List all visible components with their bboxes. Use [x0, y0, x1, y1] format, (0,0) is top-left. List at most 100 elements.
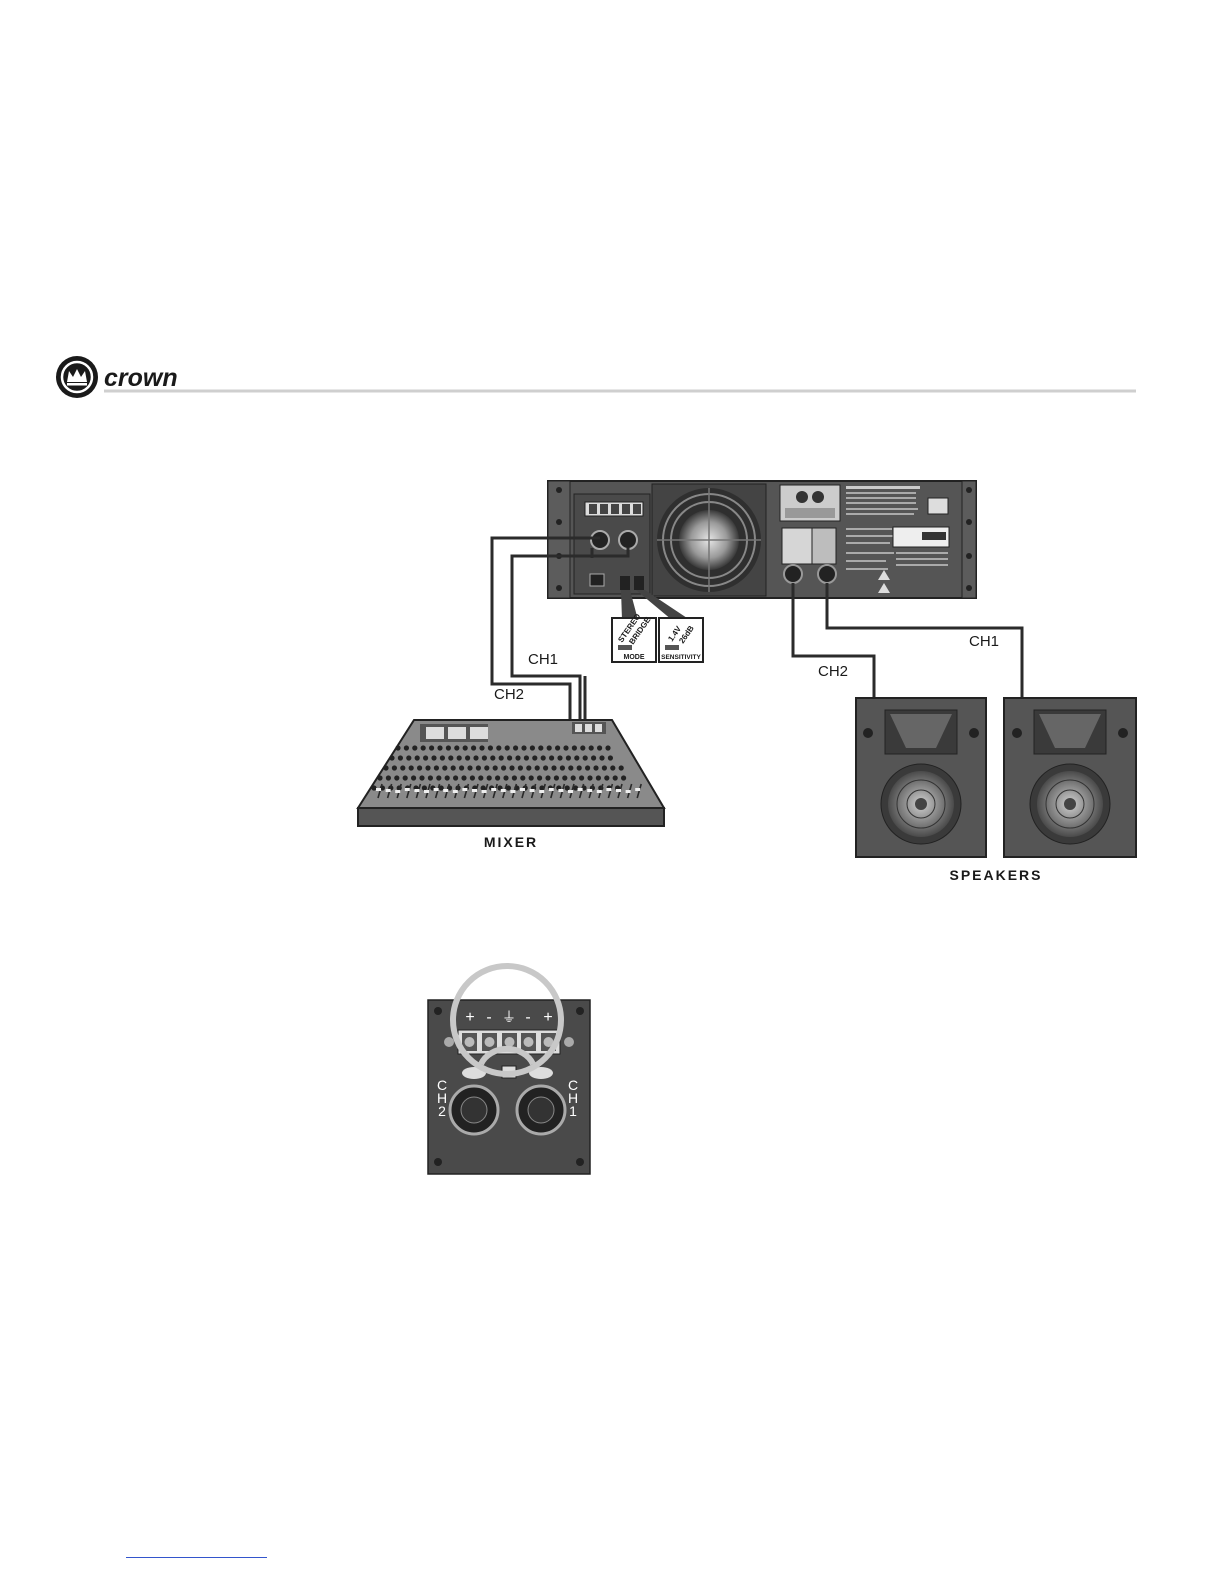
mixer-knob	[526, 765, 531, 770]
mixer-knob	[530, 745, 535, 750]
input-ch2-label: CH2	[494, 686, 524, 703]
speakon-output-ch2[interactable]	[784, 565, 802, 583]
mixer-knob	[538, 745, 543, 750]
mixer-knob	[417, 765, 422, 770]
mixer-knob	[580, 745, 585, 750]
mixer-knob	[585, 765, 590, 770]
mixer-knob	[479, 745, 484, 750]
speakon-output-ch1[interactable]	[818, 565, 836, 583]
mixer-knob	[551, 765, 556, 770]
mixer-knob	[602, 765, 607, 770]
terminal-label-4: -	[525, 1009, 530, 1026]
mixer-knob	[457, 755, 462, 760]
mixer-fader-cap	[530, 789, 535, 792]
mixer-fader-cap	[434, 788, 439, 791]
mixer-knob	[421, 745, 426, 750]
mixer-knob	[490, 755, 495, 760]
mixer-knob	[451, 765, 456, 770]
mixer-knob	[608, 755, 613, 760]
mixer-knob	[521, 745, 526, 750]
xlr-input-ch1[interactable]	[619, 531, 637, 549]
mixer-fader-cap	[491, 788, 496, 791]
mixer-knob	[377, 775, 382, 780]
mixer-knob	[465, 755, 470, 760]
mixer-knob	[597, 745, 602, 750]
mixer-knob	[503, 775, 508, 780]
mixer-fader-cap	[510, 790, 515, 793]
mixer-knob	[535, 765, 540, 770]
xlr-input-ch2[interactable]	[591, 531, 609, 549]
mixer-knob	[422, 785, 427, 790]
mixer-illustration	[358, 720, 664, 826]
mixer-knob	[524, 755, 529, 760]
mode-caption: MODE	[624, 654, 645, 661]
mixer-fader-cap	[549, 788, 554, 791]
mixer-fader-cap	[578, 788, 583, 791]
amplifier-rear-panel	[548, 481, 976, 598]
mixer-knob	[412, 745, 417, 750]
mixer-knob	[571, 775, 576, 780]
mixer-knob	[619, 765, 624, 770]
mixer-knob	[434, 765, 439, 770]
mixer-knob	[613, 775, 618, 780]
cooling-fan	[652, 484, 766, 596]
mixer-fader-cap	[472, 789, 477, 792]
mixer-knob	[461, 775, 466, 780]
mixer-knob	[537, 775, 542, 780]
mixer-knob	[596, 775, 601, 780]
mixer-knob	[493, 765, 498, 770]
mixer-knob	[621, 775, 626, 780]
mixer-knob	[547, 745, 552, 750]
mixer-fader-cap	[520, 788, 525, 791]
mixer-knob	[566, 755, 571, 760]
mixer-knob	[587, 775, 592, 780]
mixer-fader-cap	[395, 790, 400, 793]
mixer-knob	[437, 745, 442, 750]
mixer-knob	[560, 765, 565, 770]
mixer-knob	[505, 745, 510, 750]
mixer-knob	[484, 765, 489, 770]
speaker-left	[856, 698, 986, 857]
mixer-knob	[409, 765, 414, 770]
mode-switch-callout: STEREO BRIDGE MODE	[612, 612, 656, 662]
mixer-knob	[532, 755, 537, 760]
mixer-knob	[509, 765, 514, 770]
mixer-knob	[577, 765, 582, 770]
mixer-fader-cap	[558, 789, 563, 792]
mixer-knob	[431, 755, 436, 760]
mixer-knob	[481, 785, 486, 790]
mixer-knob	[604, 775, 609, 780]
mixer-knob	[425, 765, 430, 770]
mixer-knob	[591, 755, 596, 760]
mixer-knob	[555, 745, 560, 750]
mixer-knob	[419, 775, 424, 780]
mixer-fader-cap	[443, 789, 448, 792]
mixer-knob	[383, 765, 388, 770]
input-ch1-label: CH1	[528, 651, 558, 668]
mixer-knob	[442, 765, 447, 770]
mixer-knob	[512, 775, 517, 780]
mixer-knob	[563, 745, 568, 750]
mixer-knob	[583, 755, 588, 760]
mixer-knob	[610, 765, 615, 770]
mixer-knob	[599, 755, 604, 760]
mixer-knob	[478, 775, 483, 780]
mixer-knob	[513, 745, 518, 750]
mixer-fader-cap	[606, 788, 611, 791]
mixer-knob	[543, 765, 548, 770]
mixer-knob	[565, 785, 570, 790]
mixer-fader-cap	[414, 789, 419, 792]
mixer-knob	[463, 745, 468, 750]
mixer-knob	[446, 745, 451, 750]
mixer-knob	[448, 755, 453, 760]
terminal-label-ground: ⏚	[502, 1010, 516, 1026]
mixer-knob	[406, 755, 411, 760]
mixer-knob	[470, 775, 475, 780]
mixer-fader-cap	[635, 788, 640, 791]
mixer-fader-cap	[462, 788, 467, 791]
mixer-knob	[403, 775, 408, 780]
mixer-fader-cap	[597, 790, 602, 793]
mixer-knob	[423, 755, 428, 760]
mixer-knob	[440, 755, 445, 760]
